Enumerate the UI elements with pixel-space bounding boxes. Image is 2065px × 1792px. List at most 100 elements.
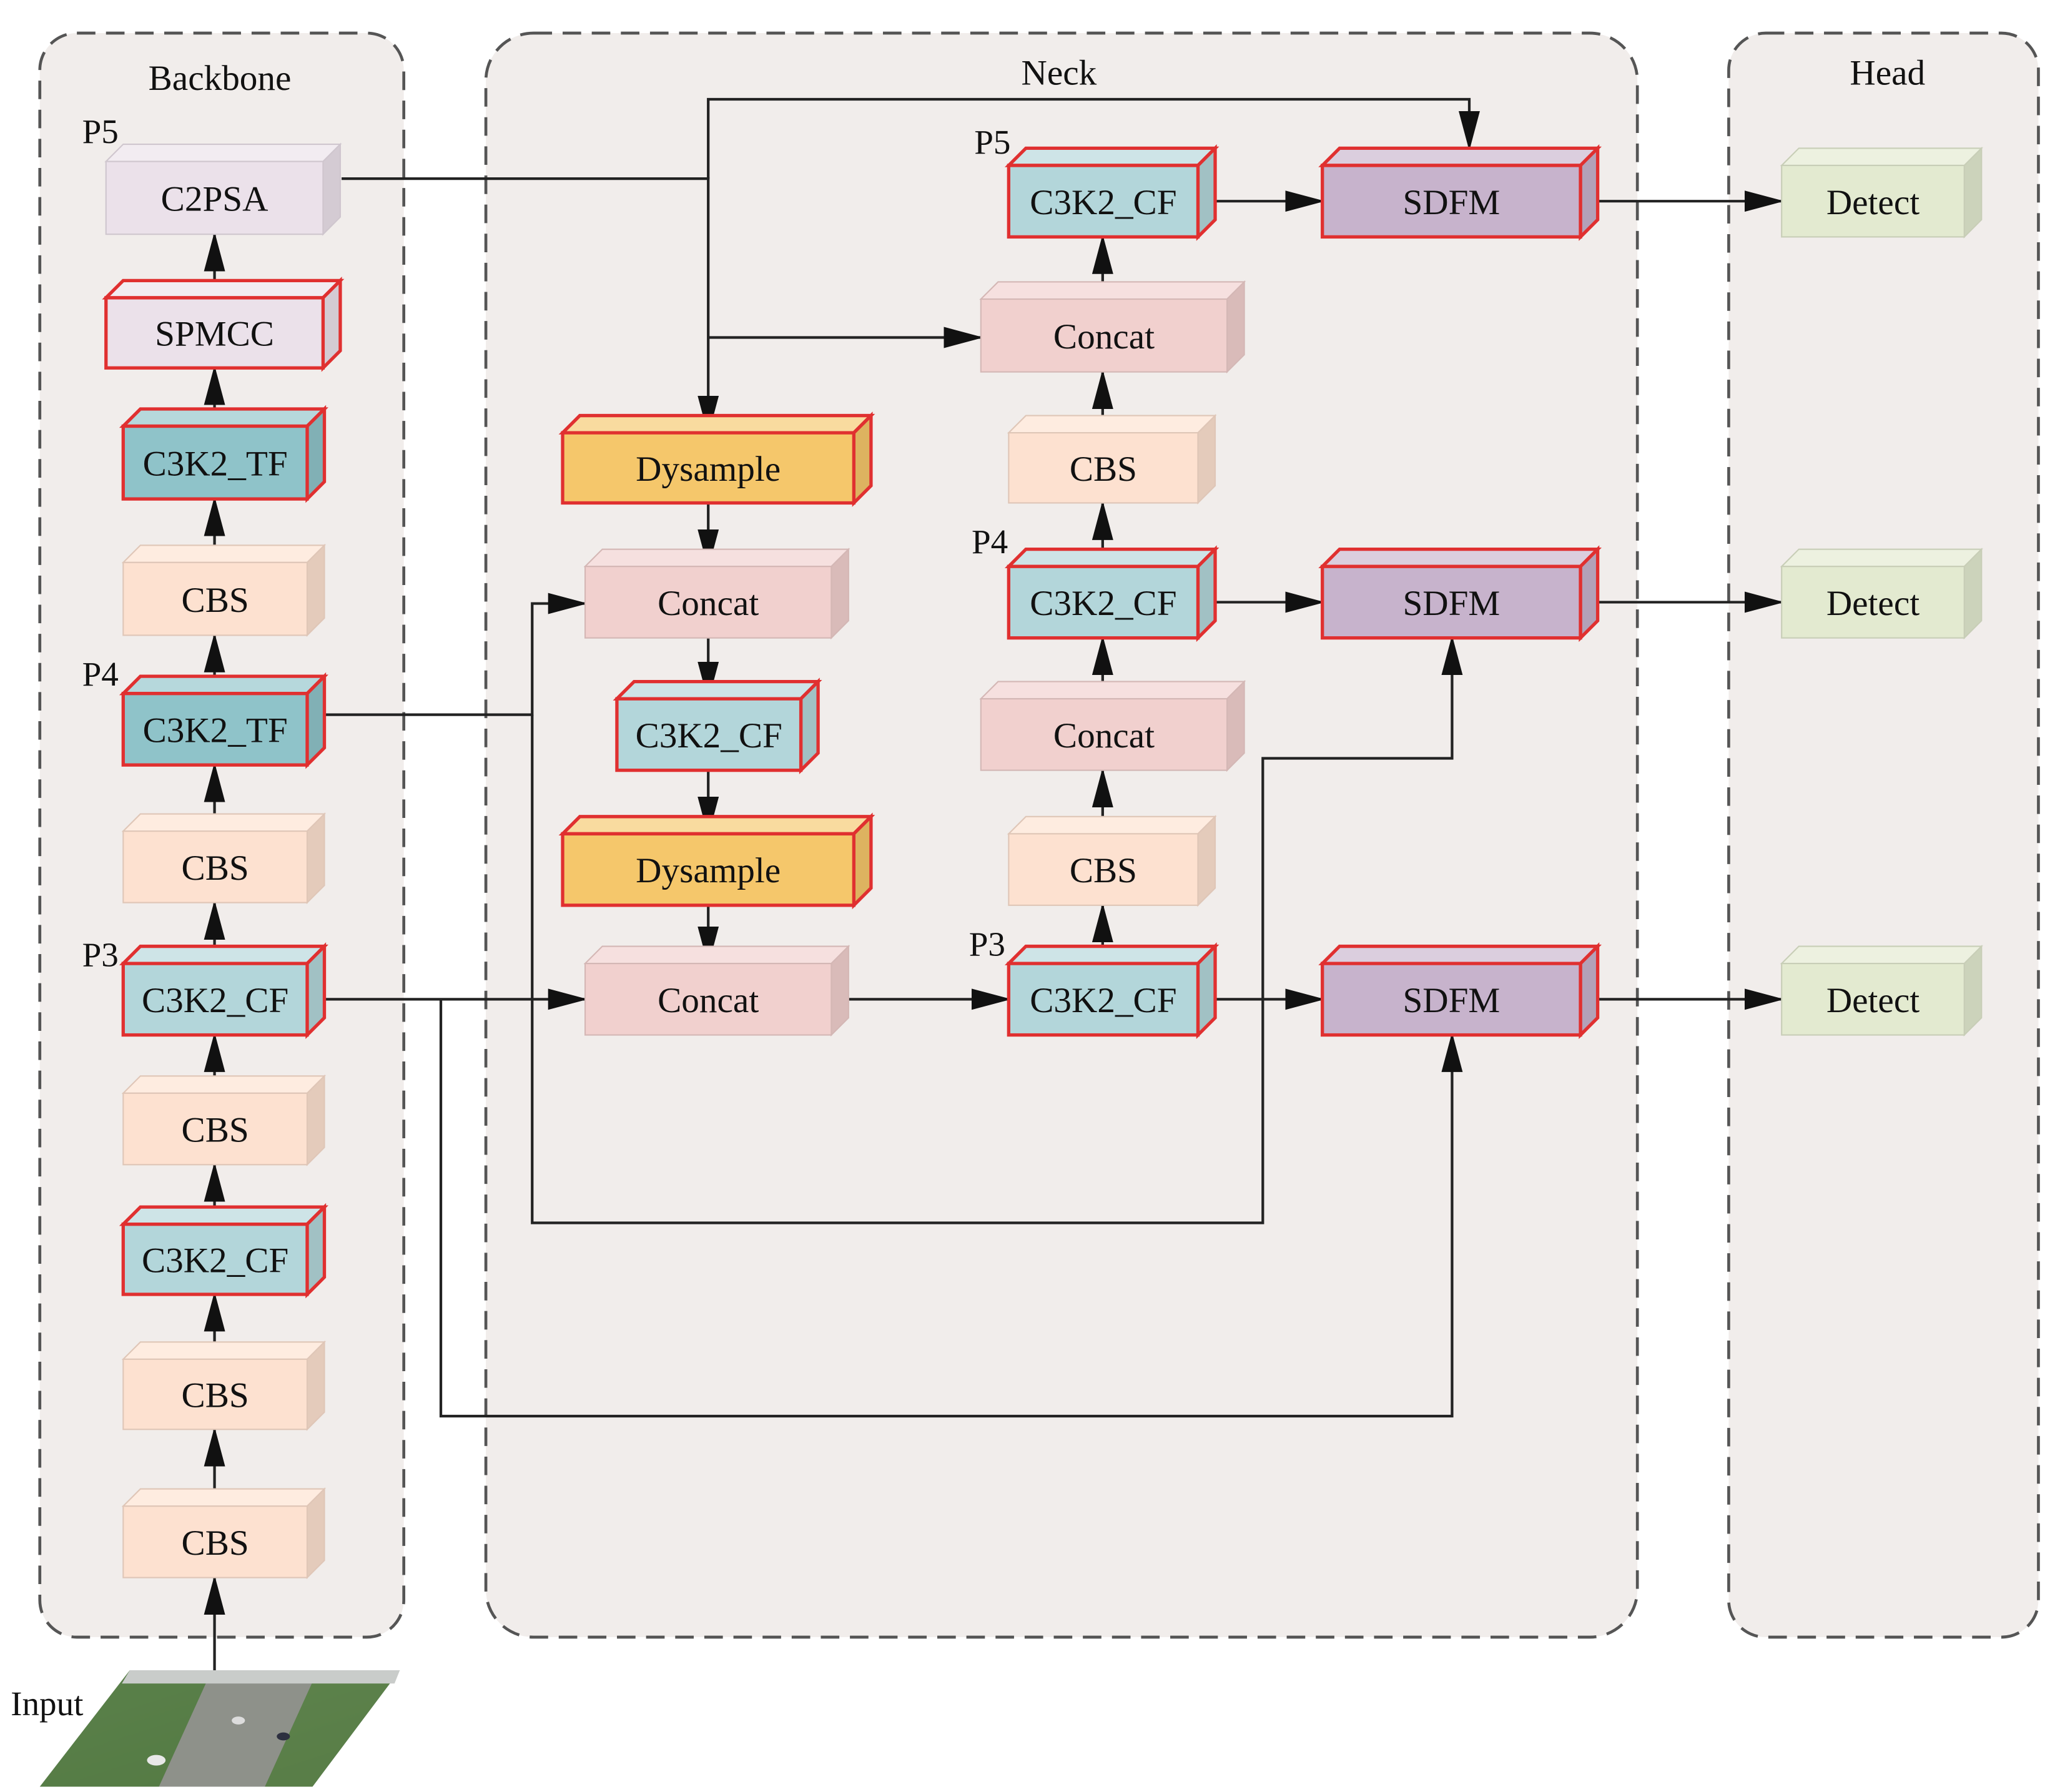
block-label: SPMCC: [155, 315, 274, 354]
block-bb-c3k2cf-2: C3K2_CF: [119, 1203, 328, 1299]
block-side-face: [1579, 144, 1600, 241]
block-side-face: [1579, 545, 1600, 642]
block-label: CBS: [1070, 450, 1137, 489]
block-top-face: [121, 1341, 327, 1360]
block-side-face: [305, 942, 327, 1039]
backbone-p3-label: P3: [82, 935, 119, 973]
block-bb-cbs-4: CBS: [121, 1340, 327, 1431]
block-label: C3K2_CF: [636, 716, 782, 756]
block-top-face: [1004, 944, 1220, 965]
block-hd-detect-3: Detect: [1780, 944, 1983, 1037]
block-label: Detect: [1826, 183, 1920, 222]
block-top-face: [1007, 815, 1217, 835]
block-front-face: [121, 424, 309, 501]
block-front-face: [1321, 962, 1582, 1037]
block-label: C2PSA: [161, 180, 269, 219]
block-top-face: [1004, 548, 1220, 568]
blocks: C2PSASPMCCC3K2_TFCBSC3K2_TFCBSC3K2_CFCBS…: [102, 142, 1983, 1580]
block-bb-spmcc: SPMCC: [102, 276, 345, 372]
block-side-face: [799, 677, 820, 775]
block-top-face: [119, 407, 328, 428]
block-label: SDFM: [1402, 981, 1500, 1020]
block-top-face: [1780, 548, 1983, 568]
block-label: CBS: [182, 849, 249, 888]
block-side-face: [1579, 942, 1600, 1039]
block-top-face: [121, 1075, 327, 1094]
block-front-face: [121, 1223, 309, 1296]
block-top-face: [119, 944, 328, 965]
block-label: C3K2_CF: [142, 1241, 288, 1280]
block-top-face: [1318, 146, 1602, 167]
neck-p5-label: P5: [974, 123, 1010, 161]
block-nk-concat-2: Concat: [583, 944, 850, 1037]
block-top-face: [1318, 548, 1602, 568]
block-front-face: [1008, 833, 1199, 906]
block-top-face: [583, 548, 850, 568]
block-front-face: [122, 1505, 308, 1578]
block-label: Detect: [1826, 584, 1920, 623]
neck-p4-label: P4: [972, 523, 1008, 561]
block-front-face: [980, 698, 1228, 771]
block-nk-concat-4: Concat: [979, 680, 1246, 772]
block-label: CBS: [182, 1524, 249, 1563]
block-label: C3K2_CF: [1030, 981, 1176, 1020]
block-side-face: [305, 1203, 327, 1299]
head-title: Head: [1850, 54, 1925, 93]
neck-title: Neck: [1022, 54, 1097, 93]
block-top-face: [119, 1205, 328, 1226]
block-top-face: [104, 143, 342, 162]
block-side-face: [1196, 545, 1217, 642]
block-nk-c3k2cf-p5: C3K2_CF: [1004, 144, 1220, 241]
block-label: CBS: [182, 581, 249, 620]
block-front-face: [1007, 564, 1200, 640]
neck-p3-label: P3: [969, 925, 1005, 963]
block-label: SDFM: [1402, 183, 1500, 222]
block-top-face: [1004, 146, 1220, 167]
backbone-p4-label: P4: [82, 655, 119, 693]
block-nk-cbs-1: CBS: [1007, 414, 1217, 505]
block-nk-sdfm-3: SDFM: [1318, 942, 1602, 1039]
block-front-face: [1321, 564, 1582, 640]
block-front-face: [105, 160, 324, 235]
block-front-face: [122, 830, 308, 903]
block-top-face: [102, 278, 345, 300]
block-top-face: [119, 674, 328, 696]
block-nk-c3k2cf-p3: C3K2_CF: [1004, 942, 1220, 1039]
backbone-p5-label: P5: [82, 112, 119, 150]
block-bb-cbs-1: CBS: [121, 543, 327, 637]
block-hd-detect-2: Detect: [1780, 548, 1983, 640]
block-top-face: [1780, 945, 1983, 965]
block-front-face: [584, 566, 832, 639]
block-label: Concat: [1053, 716, 1155, 756]
block-label: Detect: [1826, 981, 1920, 1020]
block-label: Dysample: [636, 450, 781, 489]
block-front-face: [1008, 432, 1199, 504]
block-front-face: [122, 1358, 308, 1430]
block-label: C3K2_TF: [143, 444, 288, 483]
block-front-face: [121, 692, 309, 767]
block-top-face: [1780, 147, 1983, 167]
block-front-face: [1781, 566, 1965, 639]
block-nk-c3k2cf-p4: C3K2_CF: [1004, 545, 1220, 642]
block-top-face: [979, 681, 1246, 700]
block-nk-dysample-2: Dysample: [558, 812, 875, 910]
block-top-face: [979, 281, 1246, 300]
p3-to-sdfm-p3: [439, 999, 1463, 1418]
block-bb-cbs-3: CBS: [121, 1074, 327, 1166]
block-nk-concat-3: Concat: [979, 280, 1246, 374]
block-nk-sdfm-1: SDFM: [1318, 144, 1602, 241]
block-top-face: [121, 1488, 327, 1507]
block-side-face: [321, 276, 342, 372]
block-nk-c3k2cf-1: C3K2_CF: [613, 677, 822, 775]
block-front-face: [561, 832, 855, 907]
block-bb-c3k2cf-1: C3K2_CF: [119, 942, 328, 1039]
block-bb-cbs-5: CBS: [121, 1487, 327, 1580]
block-front-face: [122, 561, 308, 636]
block-front-face: [122, 1092, 308, 1166]
block-front-face: [615, 697, 803, 772]
block-top-face: [121, 544, 327, 563]
block-front-face: [104, 296, 325, 370]
p4-to-sdfm-p4: [531, 635, 1463, 1224]
input-label: Input: [11, 1685, 83, 1723]
